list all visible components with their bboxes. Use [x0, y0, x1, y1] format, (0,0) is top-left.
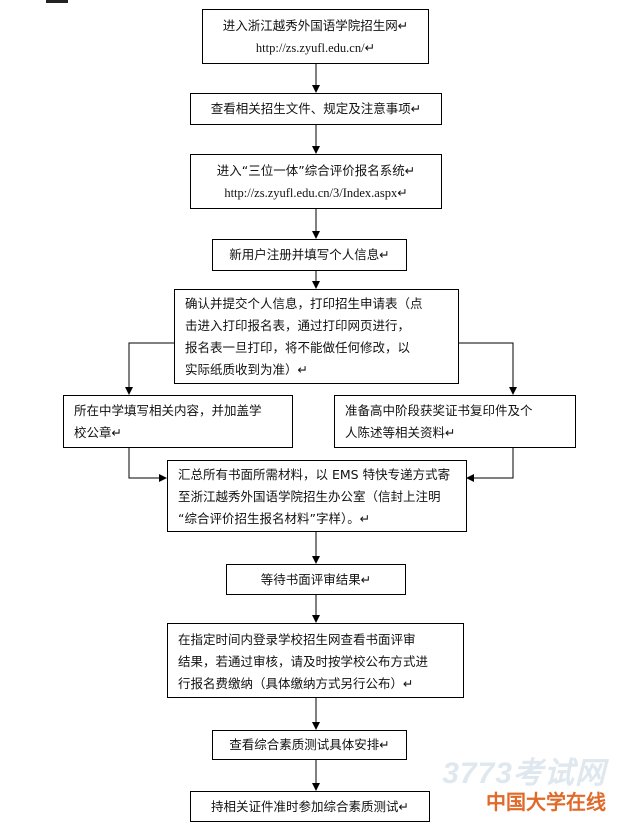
- step-text-line: “综合评价招生报名材料”字样）。↵: [178, 511, 371, 526]
- step-enter-registration-system: 进入“三位一体”综合评价报名系统↵ http://zs.zyufl.edu.cn…: [190, 154, 442, 209]
- step-text-line: 等待书面评审结果↵: [260, 572, 372, 587]
- step-text-line: 所在中学填写相关内容，并加盖学: [74, 403, 262, 418]
- step-text-line: 在指定时间内登录学校招生网查看书面评审: [178, 632, 416, 647]
- step-text-line: 准备高中阶段获奖证书复印件及个: [345, 403, 533, 418]
- step-school-stamp: 所在中学填写相关内容，并加盖学 校公章↵: [63, 395, 293, 448]
- step-text-line: 确认并提交个人信息，打印招生申请表（点: [185, 296, 423, 311]
- step-text-line: 实际纸质收到为准）↵: [185, 362, 308, 377]
- step-text-line: 校公章↵: [74, 425, 122, 440]
- step-visit-admissions-site: 进入浙江越秀外国语学院招生网↵ http://zs.zyufl.edu.cn/↵: [202, 9, 429, 64]
- arrow-s5-s6b: [459, 342, 517, 395]
- step-prepare-certificates: 准备高中阶段获奖证书复印件及个 人陈述等相关资料↵: [334, 395, 576, 448]
- step-text-line: 汇总所有书面所需材料，以 EMS 特快专递方式寄: [178, 467, 451, 482]
- step-text-line: 查看相关招生文件、规定及注意事项↵: [210, 101, 422, 116]
- arrow-s6a-s7: [128, 448, 167, 482]
- step-text-line: 查看综合素质测试具体安排↵: [229, 737, 390, 752]
- step-view-test-schedule: 查看综合素质测试具体安排↵: [212, 730, 407, 760]
- watermark-tagline: 中国大学在线: [486, 792, 606, 814]
- arrow-s6b-s7: [466, 448, 514, 482]
- step-text-line: 结果，若通过审核，请及时按学校公布方式进: [178, 654, 429, 669]
- system-url: http://zs.zyufl.edu.cn/3/Index.aspx↵: [224, 186, 408, 200]
- step-confirm-and-print: 确认并提交个人信息，打印招生申请表（点 击进入打印报名表，通过打印网页进行， 报…: [174, 289, 459, 384]
- site-url: http://zs.zyufl.edu.cn/↵: [255, 41, 376, 55]
- watermark-brand: 3773考试网: [442, 757, 606, 790]
- top-edge-mark: [46, 0, 68, 3]
- step-text-line: 新用户注册并填写个人信息↵: [229, 247, 390, 262]
- site-watermark: 3773考试网 中国大学在线: [442, 748, 606, 815]
- step-check-results-and-pay: 在指定时间内登录学校招生网查看书面评审 结果，若通过审核，请及时按学校公布方式进…: [167, 623, 464, 698]
- step-text-line: 人陈述等相关资料↵: [345, 425, 456, 440]
- arrow-s5-s6a: [125, 342, 174, 395]
- step-text-line: 持相关证件准时参加综合素质测试↵: [211, 799, 409, 814]
- step-text-line: 进入“三位一体”综合评价报名系统↵: [216, 163, 416, 178]
- step-text-line: 进入浙江越秀外国语学院招生网↵: [222, 18, 409, 33]
- step-text-line: 击进入打印报名表，通过打印网页进行，: [185, 318, 411, 333]
- step-read-documents: 查看相关招生文件、规定及注意事项↵: [190, 93, 442, 125]
- step-attend-assessment: 持相关证件准时参加综合素质测试↵: [190, 791, 430, 822]
- step-text-line: 行报名费缴纳（具体缴纳方式另行公布）↵: [178, 676, 414, 691]
- step-text-line: 报名表一旦打印，将不能做任何修改，以: [185, 340, 411, 355]
- step-text-line: 至浙江越秀外国语学院招生办公室（信封上注明: [178, 489, 441, 504]
- step-register-new-user: 新用户注册并填写个人信息↵: [212, 239, 407, 271]
- step-await-review: 等待书面评审结果↵: [226, 564, 406, 595]
- step-mail-materials: 汇总所有书面所需材料，以 EMS 特快专递方式寄 至浙江越秀外国语学院招生办公室…: [167, 460, 467, 532]
